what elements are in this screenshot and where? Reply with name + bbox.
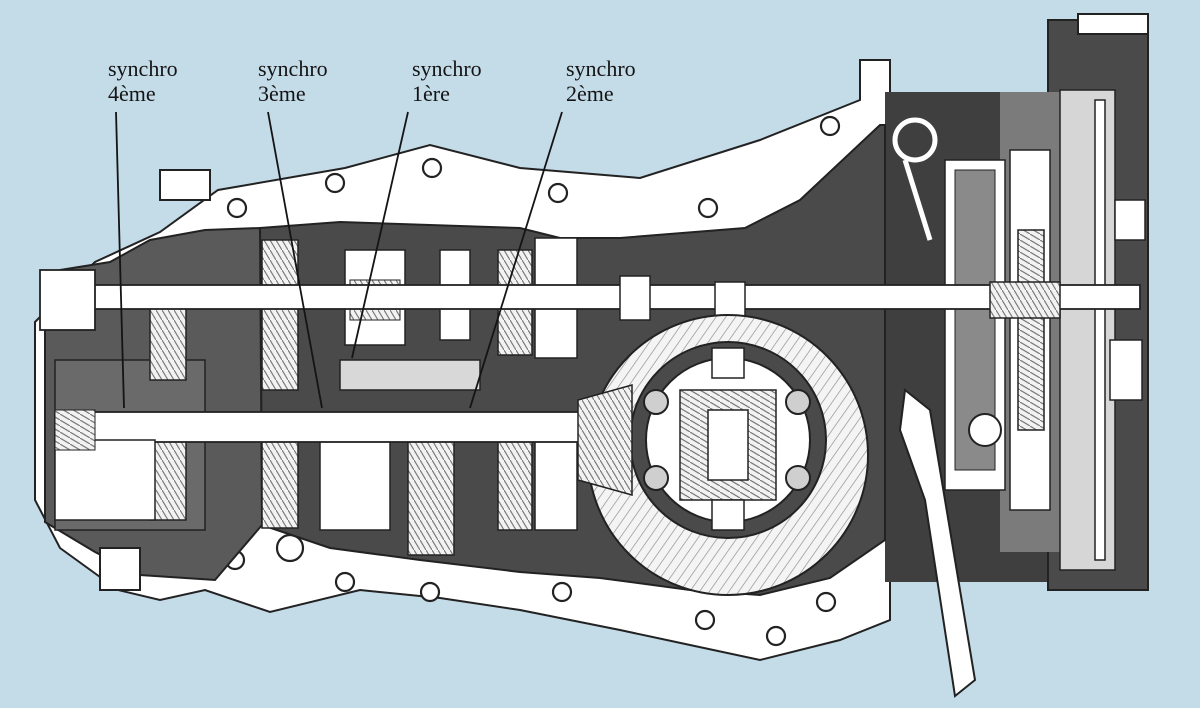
- leader-line-synchro-4: [115, 111, 125, 409]
- label-synchro-2-line2: 2ème: [566, 81, 614, 106]
- label-synchro-4-line1: synchro: [108, 56, 178, 81]
- label-synchro-4: synchro 4ème: [108, 56, 178, 106]
- shafts: [39, 269, 1141, 521]
- release-lever: [898, 388, 977, 698]
- label-synchro-3-line1: synchro: [258, 56, 328, 81]
- label-synchro-4-line2: 4ème: [108, 81, 156, 106]
- label-synchro-1: synchro 1ère: [412, 56, 482, 106]
- label-synchro-3-line2: 3ème: [258, 81, 306, 106]
- label-synchro-2: synchro 2ème: [566, 56, 636, 106]
- leader-line-synchro-3: [267, 111, 323, 409]
- label-synchro-3: synchro 3ème: [258, 56, 328, 106]
- label-synchro-1-line1: synchro: [412, 56, 482, 81]
- label-synchro-1-line2: 1ère: [412, 81, 450, 106]
- leader-line-synchro-2: [469, 111, 563, 409]
- leader-lines: [115, 111, 563, 409]
- leader-line-synchro-1: [351, 111, 409, 359]
- differential: [577, 314, 869, 596]
- label-synchro-2-line1: synchro: [566, 56, 636, 81]
